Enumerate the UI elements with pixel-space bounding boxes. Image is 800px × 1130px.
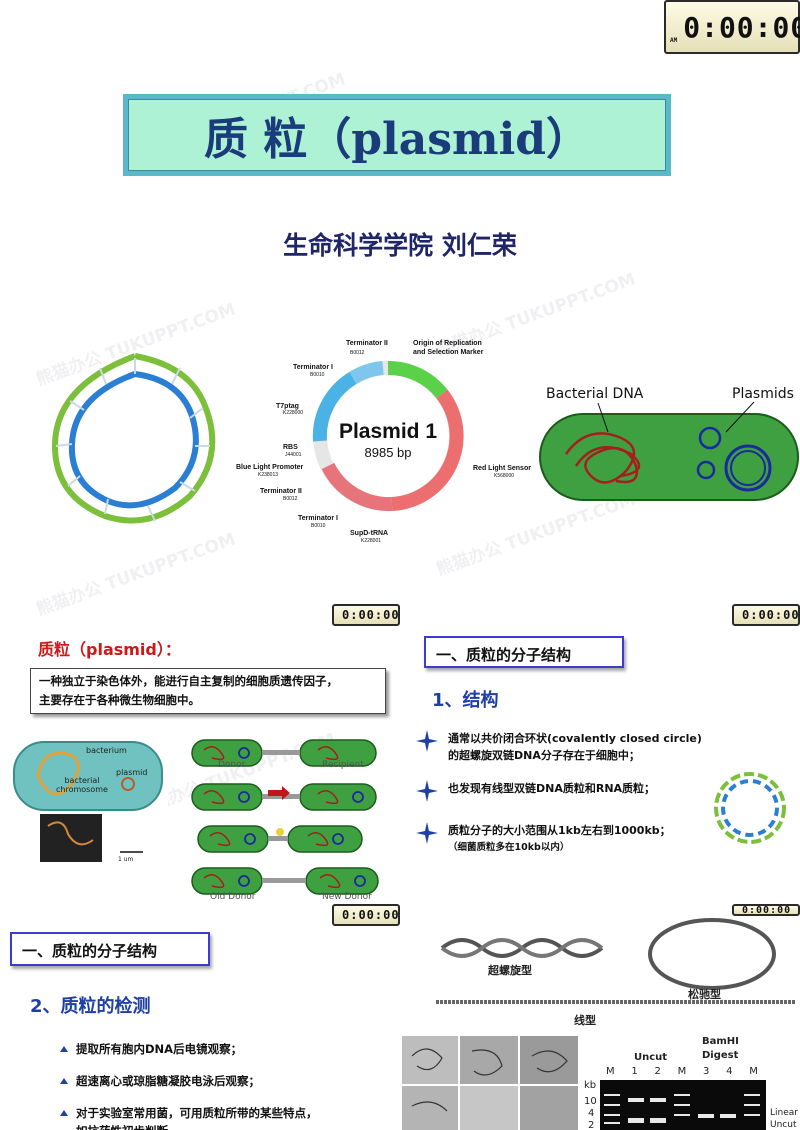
svg-text:K568000: K568000 [494, 473, 514, 479]
svg-text:K238013: K238013 [258, 472, 278, 478]
plasmid-size: 8985 bp [365, 445, 412, 460]
star-bullet-icon [416, 780, 438, 802]
label-terminator2-bottom: Terminator II [260, 488, 302, 495]
svg-text:B0012: B0012 [283, 496, 298, 502]
svg-text:and Selection Marker: and Selection Marker [413, 349, 484, 356]
section-heading-structure: 一、质粒的分子结构 [424, 636, 624, 668]
label-blue-light-promoter: Blue Light Promoter [236, 464, 304, 471]
label-terminator1-bottom: Terminator I [298, 515, 338, 522]
plasmid-map-diagram: Plasmid 1 8985 bp Terminator II B0012 Or… [236, 340, 531, 544]
dna-helix-ring-small-image [714, 772, 786, 844]
plasmid-heading: 质粒（plasmid）： [38, 640, 181, 659]
label-donor: Donor [218, 760, 246, 770]
svg-text:K228000: K228000 [283, 410, 303, 416]
plasmid-name: Plasmid 1 [339, 420, 437, 443]
detection-item-3: 对于实验室常用菌，可用质粒所带的某些特点，如抗药性初步判断。 [60, 1104, 318, 1130]
gel-band-uncut-label: Uncut [770, 1120, 797, 1130]
label-t7ptag: T7ptag [276, 403, 299, 410]
svg-text:B0012: B0012 [350, 350, 365, 356]
detection-item-1: 提取所有胞内DNA后电镜观察； [60, 1040, 242, 1058]
label-linear: 线型 [574, 1014, 596, 1027]
timer-display: AM 0:00:00 [664, 0, 800, 54]
gel-uncut-header: Uncut [634, 1052, 668, 1063]
section-heading-detection: 一、质粒的分子结构 [10, 932, 210, 966]
star-bullet-icon [416, 730, 438, 752]
label-red-light-sensor: Red Light Sensor [473, 465, 531, 472]
label-plasmids: Plasmids [732, 386, 794, 402]
dna-helix-ring-image [51, 353, 216, 524]
label-relaxed: 松驰型 [688, 988, 721, 1001]
svg-text:B0010: B0010 [310, 372, 325, 378]
label-new-donor: New Donor [322, 892, 372, 902]
triangle-bullet-icon [60, 1046, 68, 1052]
label-origin: Origin of Replication [413, 340, 482, 347]
triangle-bullet-icon [60, 1110, 68, 1116]
gel-ladder-4: 4 [588, 1108, 595, 1119]
structure-bullet-2: 也发现有线型双链DNA质粒和RNA质粒； [416, 780, 655, 802]
page-title: 质 粒（plasmid） [203, 114, 591, 165]
gel-band-linear-label: Linear [770, 1108, 798, 1118]
svg-text:K228001: K228001 [361, 538, 381, 544]
watermark: 熊猫办公 TUKUPPT.COM [33, 529, 239, 621]
structure-bullet-3: 质粒分子的大小范围从1kb左右到1000kb；（细菌质粒多在10kb以内） [416, 822, 671, 856]
label-recipient: Recipient [322, 760, 364, 770]
bacterium-cell-image [8, 736, 168, 866]
label-rbs: RBS [283, 444, 298, 451]
star-bullet-icon [416, 822, 438, 844]
author-subtitle: 生命科学学院 刘仁荣 [283, 231, 517, 260]
title-banner: 质 粒（plasmid） [123, 94, 671, 176]
label-supd-trna: SupD-tRNA [350, 530, 388, 537]
gel-ladder-10: 10 [584, 1096, 597, 1107]
label-bacterium: bacterium [86, 746, 127, 755]
gel-digest-header: Digest [702, 1050, 739, 1061]
timer-display: 0:00:00 [332, 604, 400, 626]
gel-lane-labels: M 1 2 M 3 4 M [606, 1066, 758, 1077]
gel-kb-label: kb [584, 1080, 597, 1091]
label-scale: 1 um [118, 856, 134, 863]
gel-ladder-2: 2 [588, 1120, 595, 1130]
subsection-structure: 1、结构 [432, 690, 499, 711]
label-supercoiled: 超螺旋型 [488, 964, 532, 977]
timer-display: 0:00:00 [332, 904, 400, 926]
triangle-bullet-icon [60, 1078, 68, 1084]
svg-text:J44001: J44001 [285, 452, 302, 458]
label-terminator1-top: Terminator I [293, 364, 333, 371]
label-old-donor: Old Donor [210, 892, 256, 902]
label-plasmid: plasmid [116, 768, 148, 777]
label-terminator2-top: Terminator II [346, 340, 388, 347]
timer-display: 0:00:00 [732, 604, 800, 626]
definition-box: 一种独立于染色体外，能进行自主复制的细胞质遗传因子， 主要存在于各种微生物细胞中… [30, 668, 386, 714]
label-chromosome: bacterial chromosome [56, 776, 108, 794]
svg-text:B0010: B0010 [311, 523, 326, 529]
structure-bullet-1: 通常以共价闭合环状(covalently closed circle)的超螺旋双… [416, 730, 702, 764]
label-bacterial-dna: Bacterial DNA [546, 386, 644, 402]
plasmid-forms-image [436, 918, 796, 1004]
detection-item-2: 超速离心或琼脂糖凝胶电泳后观察； [60, 1072, 260, 1090]
timer-display: 0:00:00 [732, 904, 800, 916]
conjugation-diagram [191, 739, 379, 895]
bacterial-cell-diagram: Bacterial DNA Plasmids [539, 386, 799, 501]
electron-micrograph-images [402, 1036, 578, 1130]
agarose-gel-image [600, 1080, 766, 1130]
subsection-detection: 2、质粒的检测 [30, 996, 151, 1017]
gel-bamhi-header: BamHI [702, 1036, 739, 1047]
